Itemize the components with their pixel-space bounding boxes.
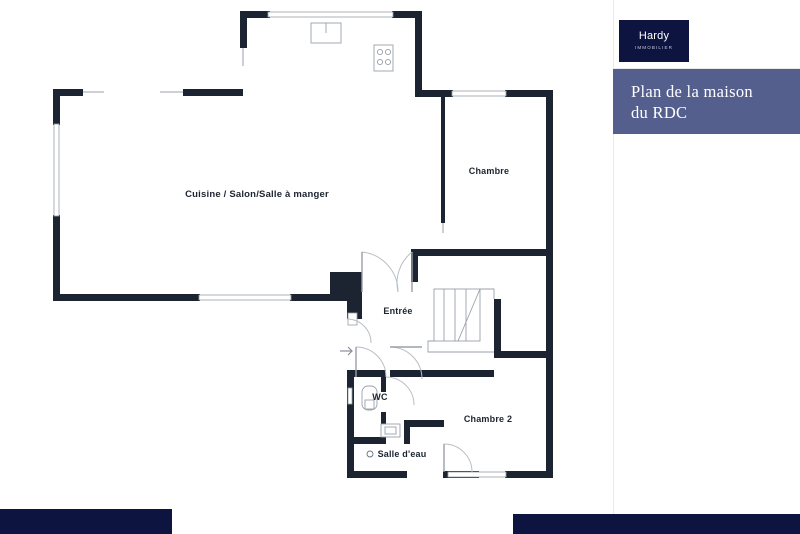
- door-entree-double-right: [396, 251, 413, 293]
- room-label-salle-d-eau: Salle d'eau: [378, 449, 427, 459]
- layout-guide-vertical: [613, 0, 614, 534]
- room-label-chambre: Chambre: [469, 166, 509, 176]
- walls: [53, 11, 553, 478]
- door-wc: [385, 376, 415, 406]
- layout-guide-horizontal: [613, 68, 800, 69]
- room-label-chambre-2: Chambre 2: [464, 414, 512, 424]
- agency-logo-name: Hardy: [638, 30, 670, 42]
- door-salle-d-eau: [443, 443, 473, 473]
- footer-bar-right: [513, 514, 800, 534]
- agency-logo: Hardy IMMOBILIER: [619, 20, 689, 62]
- door-living-room: [346, 318, 372, 344]
- windows: [53, 11, 507, 478]
- door-entree-double-left: [361, 251, 399, 293]
- cooktop-fixture: [373, 44, 394, 72]
- room-label-entree: Entrée: [383, 306, 412, 316]
- entrance-direction-arrow: [340, 346, 353, 356]
- room-labels: Cuisine / Salon/Salle à manger Chambre E…: [185, 166, 512, 459]
- door-front-entrance: [355, 346, 387, 378]
- fixtures: [310, 22, 401, 458]
- toilet-fixture: [361, 385, 378, 411]
- agency-logo-subtitle: IMMOBILIER: [634, 45, 674, 50]
- room-label-wc: WC: [372, 392, 388, 402]
- shower-drain-icon: [366, 450, 374, 458]
- room-label-cuisine-salon-sam: Cuisine / Salon/Salle à manger: [185, 189, 329, 200]
- washbasin-fixture: [380, 423, 401, 438]
- footer-bar-left: [0, 509, 172, 534]
- staircase: [427, 288, 495, 353]
- wall-extension-lines: [83, 48, 444, 233]
- door-chambre-2: [389, 346, 423, 380]
- plan-title-text: Plan de la maison du RDC: [631, 82, 753, 122]
- plan-title-banner: Plan de la maison du RDC: [613, 69, 800, 134]
- sink-fixture: [310, 22, 342, 44]
- doors: [346, 251, 473, 473]
